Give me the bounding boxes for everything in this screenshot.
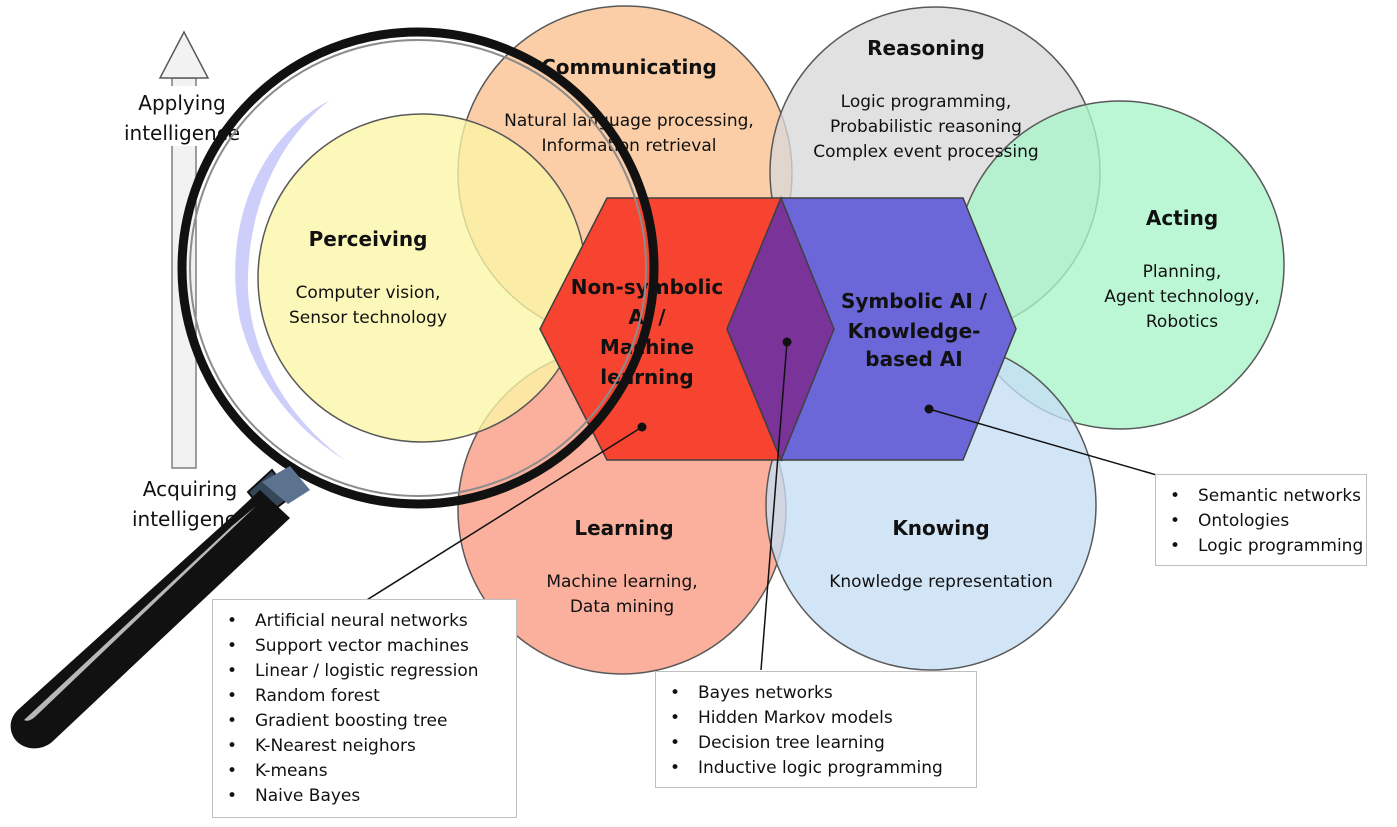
ml-methods-box: Artificial neural networksSupport vector… [212, 599, 517, 818]
magnifier-collar-highlight [262, 466, 310, 504]
intelligence-axis: Applying intelligence Acquiring intellig… [120, 30, 250, 532]
acting-line-2: Agent technology, [1104, 287, 1260, 307]
magnifier-handle [10, 490, 290, 749]
knowing-title: Knowing [892, 516, 989, 540]
magnifier-glare [235, 100, 345, 460]
connector-ml-methods [361, 426, 643, 604]
axis-bottom-label-line-1: Acquiring [143, 477, 237, 501]
list-item: Support vector machines [213, 634, 516, 659]
learning-line-1: Machine learning, [546, 572, 697, 592]
symbolic-methods-list: Semantic networksOntologiesLogic program… [1156, 484, 1366, 559]
magnifier-rim-inner [189, 39, 647, 497]
hexagon-labels: Non-symbolic AI / Machine learning Symbo… [571, 275, 988, 389]
list-item: Ontologies [1156, 509, 1366, 534]
circle-labels: Communicating Natural language processin… [289, 36, 1260, 617]
axis-top-label-line-1: Applying [138, 91, 225, 115]
magnifier-handle-highlight [24, 506, 256, 721]
hexagon-overlap [726, 196, 835, 462]
list-item: Gradient boosting tree [213, 709, 516, 734]
learning-line-2: Data mining [570, 597, 674, 617]
hybrid-methods-box: Bayes networksHidden Markov modelsDecisi… [655, 671, 977, 788]
communicating-line-1: Natural language processing, [504, 111, 754, 131]
connector-dot-ml [637, 422, 647, 432]
list-item: Linear / logistic regression [213, 659, 516, 684]
axis-arrow-head-icon [158, 30, 210, 79]
symbolic-methods-box: Semantic networksOntologiesLogic program… [1155, 474, 1367, 566]
list-item: Naive Bayes [213, 784, 516, 809]
list-item: Semantic networks [1156, 484, 1366, 509]
reasoning-line-1: Logic programming, [841, 92, 1012, 112]
list-item: Artificial neural networks [213, 609, 516, 634]
symbolic-line-3: based AI [865, 347, 962, 371]
list-item: K-Nearest neighors [213, 734, 516, 759]
circle-perceiving [257, 113, 587, 443]
axis-top-label-bg [120, 86, 250, 146]
knowing-line-1: Knowledge representation [829, 572, 1053, 592]
connector-symbolic-methods [928, 408, 1161, 477]
list-item: Logic programming [1156, 534, 1366, 559]
nonsymbolic-line-4: learning [600, 365, 693, 389]
acting-line-1: Planning, [1143, 262, 1222, 282]
reasoning-title: Reasoning [867, 36, 985, 60]
ml-methods-list: Artificial neural networksSupport vector… [213, 609, 516, 809]
connector-dot-hybrid [782, 337, 792, 347]
list-item: Decision tree learning [656, 731, 976, 756]
hybrid-methods-list: Bayes networksHidden Markov modelsDecisi… [656, 681, 976, 781]
connector-lines [361, 337, 1161, 671]
acting-title: Acting [1146, 206, 1218, 230]
reasoning-line-3: Complex event processing [813, 142, 1038, 162]
learning-title: Learning [574, 516, 673, 540]
magnifying-glass-icon [10, 27, 659, 749]
magnifier-rim [177, 27, 659, 509]
list-item: K-means [213, 759, 516, 784]
acting-line-3: Robotics [1146, 312, 1218, 332]
symbolic-line-1: Symbolic AI / [841, 289, 988, 313]
perceiving-title: Perceiving [309, 227, 428, 251]
symbolic-line-2: Knowledge- [848, 319, 981, 343]
perceiving-line-2: Sensor technology [289, 308, 447, 328]
connector-hybrid-methods [760, 341, 788, 671]
list-item: Random forest [213, 684, 516, 709]
nonsymbolic-line-1: Non-symbolic [571, 275, 723, 299]
perceiving-line-1: Computer vision, [296, 283, 441, 303]
communicating-line-2: Information retrieval [542, 136, 717, 156]
list-item: Inductive logic programming [656, 756, 976, 781]
list-item: Hidden Markov models [656, 706, 976, 731]
connector-dot-symbolic [924, 404, 934, 414]
reasoning-line-2: Probabilistic reasoning [830, 117, 1022, 137]
communicating-title: Communicating [541, 55, 717, 79]
list-item: Bayes networks [656, 681, 976, 706]
